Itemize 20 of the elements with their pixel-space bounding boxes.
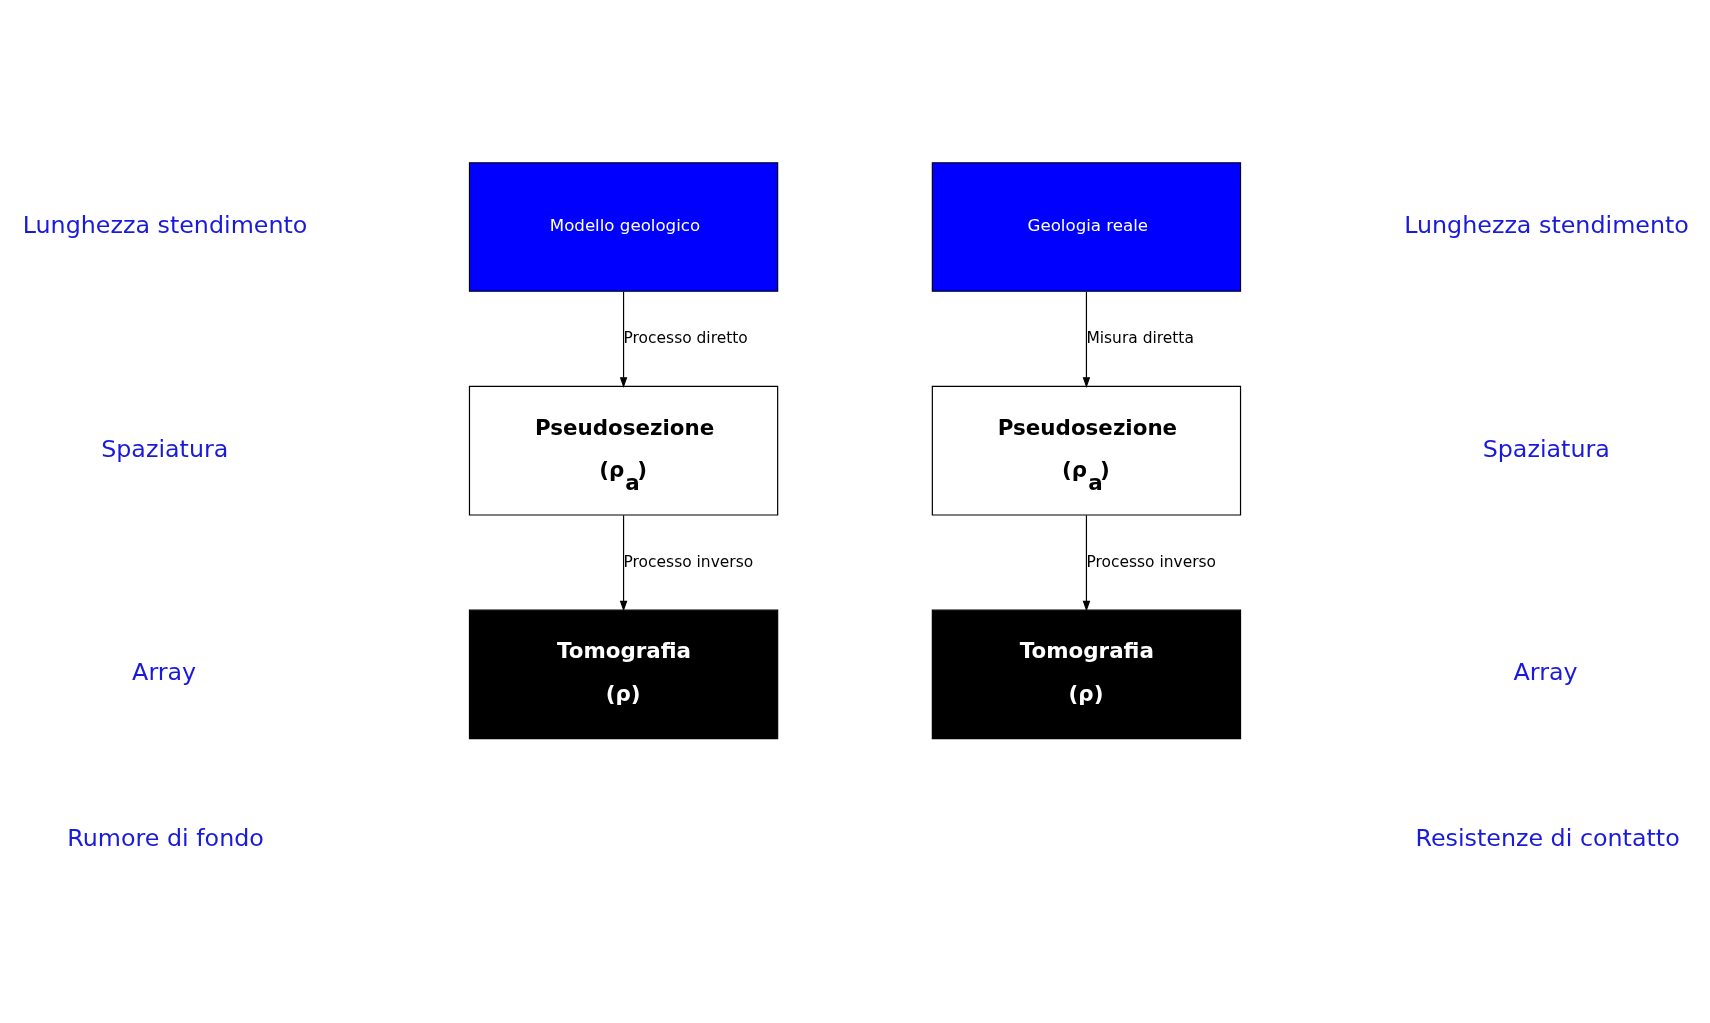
node-box: Geologia reale [931, 161, 1242, 292]
label: Rumore di fondo [67, 823, 264, 852]
label: Spaziatura [1482, 434, 1610, 463]
edge-label: Processo inverso [623, 552, 754, 571]
edge-label: Processo inverso [1086, 552, 1217, 571]
label: Array [132, 657, 197, 686]
node-box: Modello geologico [468, 161, 779, 292]
arrow [619, 290, 628, 388]
label: Lunghezza stendimento [1404, 210, 1689, 239]
label: Resistenze di contatto [1415, 823, 1680, 852]
label: Array [1513, 657, 1578, 686]
edge-label: Processo diretto [623, 328, 748, 347]
label: Spaziatura [101, 434, 229, 463]
arrow [1082, 514, 1091, 612]
node-box: Tomografia (ρ) [468, 609, 779, 739]
arrow [619, 514, 628, 612]
arrow [1082, 290, 1091, 388]
edge-label: Misura diretta [1086, 328, 1194, 347]
label: Lunghezza stendimento [22, 210, 308, 239]
node-box: Tomografia (ρ) [931, 609, 1242, 739]
